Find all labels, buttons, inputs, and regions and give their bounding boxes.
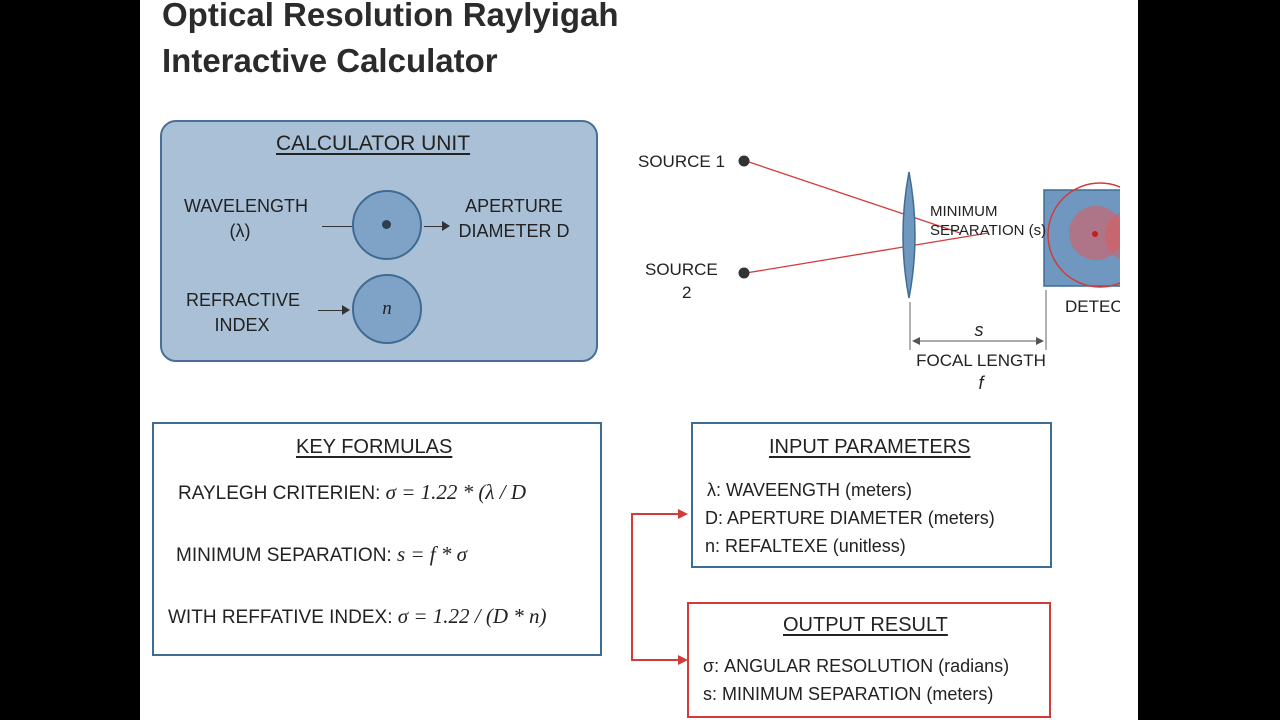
input-param-wavelength: λ: WAVEENGTH (meters) xyxy=(707,480,913,500)
arrow-right-icon xyxy=(442,221,450,231)
refractive-connector xyxy=(318,310,344,311)
ray-source-1 xyxy=(745,160,961,234)
focal-length-label: FOCAL LENGTH xyxy=(916,351,1046,370)
output-angular-resolution: σ: ANGULAR RESOLUTION (radians) xyxy=(703,656,1010,676)
refractive-index-label: REFRACTIVE INDEX xyxy=(186,290,301,335)
title-line-2: Interactive Calculator xyxy=(162,42,498,79)
airy-disk-outline xyxy=(1047,182,1120,288)
page: Optical Resolution Raylyigah Interactive… xyxy=(140,0,1138,720)
connector-arrows xyxy=(631,509,688,665)
arrow-right-icon xyxy=(1036,337,1044,345)
arrow-right-icon xyxy=(342,305,350,315)
calculator-unit-heading: CALCULATOR UNIT xyxy=(276,132,471,155)
wavelength-node xyxy=(352,190,422,260)
output-result-heading: OUTPUT RESULT xyxy=(783,614,948,636)
min-separation-label-line-1: MINIMUM xyxy=(930,203,998,220)
detector-plane-label: DETECTOR PLANE xyxy=(1065,297,1120,316)
refractive-index-node: n xyxy=(352,274,422,344)
s-label: s xyxy=(975,320,984,340)
connector-line xyxy=(631,513,682,661)
input-parameters-box: INPUT PARAMETERS λ: WAVEENGTH (meters) D… xyxy=(691,422,1052,568)
source-2-label-line-2: 2 xyxy=(682,283,691,302)
aperture-connector xyxy=(424,226,444,227)
arrow-right-icon xyxy=(678,655,688,665)
output-result-box: OUTPUT RESULT σ: ANGULAR RESOLUTION (rad… xyxy=(687,602,1051,718)
formula-rayleigh: RAYLEGH CRITERIEN: σ = 1.22 * (λ / D xyxy=(178,480,527,504)
wavelength-label: WAVELENGTH (λ) xyxy=(184,196,309,241)
wavelength-connector xyxy=(322,226,352,227)
min-separation-label-line-2: SEPARATION (s) xyxy=(930,222,1046,239)
page-title: Optical Resolution Raylyigah Interactive… xyxy=(162,0,619,84)
ray-source-2 xyxy=(745,232,989,274)
input-parameters-heading: INPUT PARAMETERS xyxy=(769,436,971,458)
spot-center-1 xyxy=(1092,231,1098,237)
output-min-separation: s: MINIMUM SEPARATION (meters) xyxy=(703,684,994,704)
n-symbol: n xyxy=(382,298,392,319)
focal-length-symbol: f xyxy=(978,373,985,393)
lens-icon xyxy=(902,171,916,299)
title-line-1: Optical Resolution Raylyigah xyxy=(162,0,619,33)
arrow-left-icon xyxy=(912,337,920,345)
formula-min-separation: MINIMUM SEPARATION: s = f * σ xyxy=(176,542,468,566)
formula-refractive: WITH REFFATIVE INDEX: σ = 1.22 / (D * n) xyxy=(168,604,547,628)
center-dot-icon xyxy=(382,220,391,229)
key-formulas-heading: KEY FORMULAS xyxy=(296,436,453,458)
optics-diagram: SOURCE 1 SOURCE 2 MINIMUM SEPARATION (s)… xyxy=(638,152,1120,393)
input-param-refractive: n: REFALTEXE (unitless) xyxy=(705,536,906,556)
input-param-aperture: D: APERTURE DIAMETER (meters) xyxy=(705,508,995,528)
source-1-dot xyxy=(738,155,750,167)
airy-spot-2 xyxy=(1105,212,1120,260)
aperture-label: APERTURE DIAMETER D xyxy=(458,196,570,241)
source-2-label-line-1: SOURCE xyxy=(645,260,718,279)
source-2-dot xyxy=(738,267,750,279)
calculator-unit-panel: CALCULATOR UNIT WAVELENGTH (λ) APERTURE … xyxy=(160,120,598,362)
source-1-label: SOURCE 1 xyxy=(638,152,725,171)
key-formulas-box: KEY FORMULAS RAYLEGH CRITERIEN: σ = 1.22… xyxy=(152,422,602,656)
arrow-right-icon xyxy=(678,509,688,519)
